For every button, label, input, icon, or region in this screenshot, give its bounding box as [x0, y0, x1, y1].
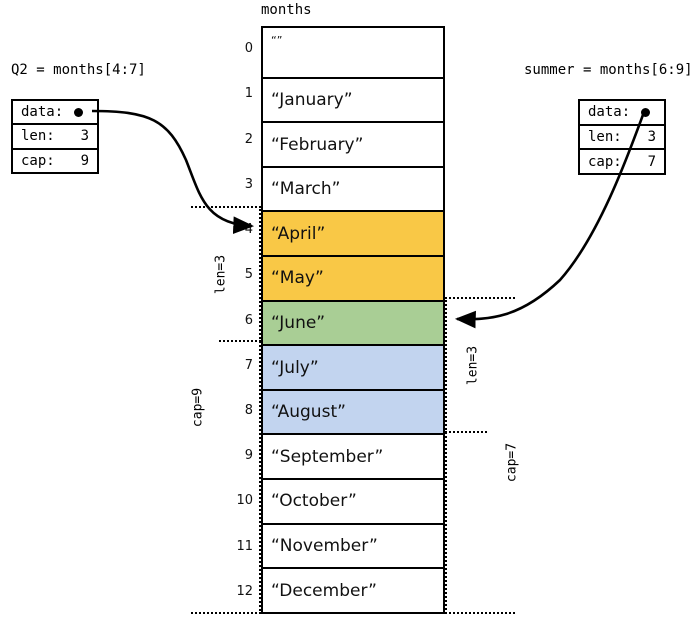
array-cells: “” “January” “February” “March” “April” “May”…: [261, 26, 445, 614]
field-value: 3: [647, 129, 656, 145]
q2-slice-header: data: len: 3 cap: 9: [11, 99, 99, 174]
field-key: len:: [21, 128, 55, 145]
left-field-cap: cap: 9: [13, 150, 97, 172]
array-cell-3[interactable]: “March”: [263, 167, 443, 213]
summer-slice-label: summer = months[6:9]: [524, 62, 693, 78]
array-cell-value: “October”: [271, 491, 357, 512]
field-value: 7: [647, 153, 656, 170]
array-index-5: 5: [244, 267, 253, 283]
array-cell-2[interactable]: “February”: [263, 123, 443, 168]
array-cell-value: “December”: [271, 580, 377, 601]
right-field-data: data:: [580, 101, 664, 126]
array-index-2: 2: [244, 131, 253, 147]
left-field-len: len: 3: [13, 125, 97, 150]
array-cell-5[interactable]: “May”: [263, 257, 443, 302]
array-index-8: 8: [244, 402, 253, 418]
array-index-1: 1: [244, 86, 253, 102]
array-cell-value: “May”: [271, 268, 324, 289]
array-cell-12[interactable]: “December”: [263, 569, 443, 612]
array-index-10: 10: [236, 493, 253, 509]
array-cell-value: “November”: [271, 536, 378, 556]
array-cell-value: “September”: [271, 446, 384, 467]
array-cell-value: “August”: [271, 402, 346, 423]
array-title: months: [261, 2, 312, 18]
data-pointer-dot: [641, 107, 650, 117]
field-value: 9: [80, 152, 89, 169]
q2-cap-bracket-label: cap=9: [190, 387, 206, 428]
field-key: len:: [588, 129, 622, 145]
array-index-3: 3: [244, 176, 253, 192]
array-cell-10[interactable]: “October”: [263, 480, 443, 525]
months-array: “” “January” “February” “March” “April” “May”…: [261, 26, 445, 614]
array-cell-value: “April”: [271, 223, 326, 244]
field-key: data:: [21, 104, 64, 121]
array-cell-8[interactable]: “August”: [263, 390, 443, 436]
array-cell-7[interactable]: “July”: [263, 346, 443, 391]
summer-slice-header: data: len: 3 cap: 7: [578, 99, 666, 175]
left-field-data: data:: [13, 101, 97, 126]
array-index-11: 11: [236, 538, 253, 554]
summer-cap-bracket-label: cap=7: [504, 442, 520, 483]
array-cell-value: “January”: [271, 89, 353, 110]
field-key: cap:: [21, 152, 55, 169]
array-index-12: 12: [236, 583, 253, 599]
array-cell-value: “July”: [271, 357, 319, 378]
data-pointer-dot: [74, 107, 83, 117]
right-field-len: len: 3: [580, 126, 664, 151]
array-cell-value: “June”: [271, 312, 326, 333]
q2-len-bracket-label: len=3: [213, 254, 229, 295]
array-cell-1[interactable]: “January”: [263, 78, 443, 124]
q2-slice-label: Q2 = months[4:7]: [11, 62, 146, 78]
array-index-0: 0: [244, 41, 253, 57]
array-index-7: 7: [244, 357, 253, 373]
array-cell-value: “February”: [271, 134, 364, 155]
right-field-cap: cap: 7: [580, 150, 664, 173]
array-cell-value: “March”: [271, 179, 341, 200]
array-cell-0[interactable]: “”: [263, 28, 443, 79]
array-cell-9[interactable]: “September”: [263, 435, 443, 481]
array-index-9: 9: [244, 448, 253, 464]
array-cell-value: “”: [271, 34, 283, 47]
array-cell-6[interactable]: “June”: [263, 301, 443, 347]
array-cell-11[interactable]: “November”: [263, 524, 443, 570]
field-value: 3: [80, 128, 89, 145]
array-cell-4[interactable]: “April”: [263, 212, 443, 258]
summer-len-bracket-label: len=3: [465, 345, 481, 386]
field-key: cap:: [588, 153, 622, 170]
field-key: data:: [588, 104, 631, 121]
array-index-6: 6: [244, 312, 253, 328]
